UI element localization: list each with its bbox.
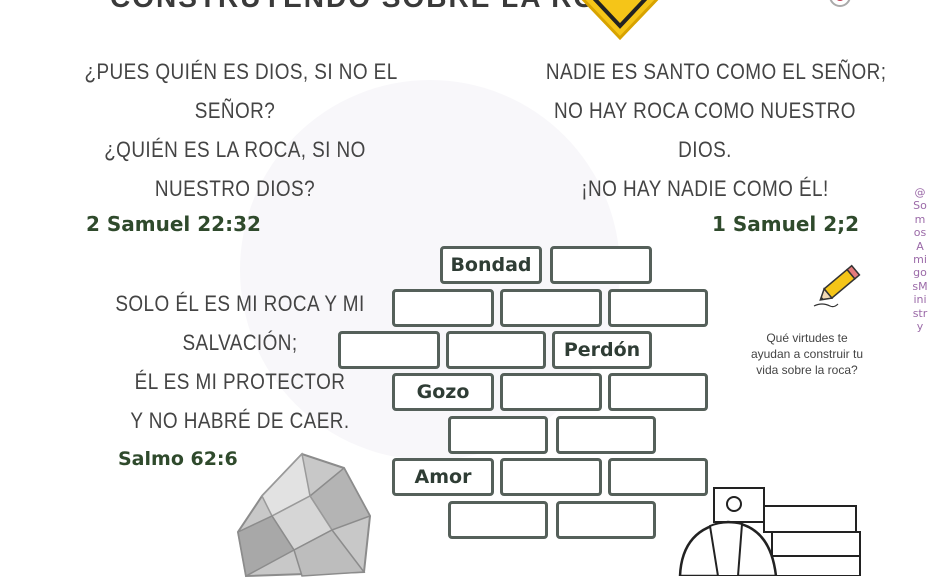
brick-perdon: Perdón (552, 331, 652, 369)
question-text: Qué virtudes te ayudan a construir tu vi… (750, 331, 864, 377)
pencil-icon (813, 264, 861, 308)
verse-top-left: ¿PUES QUIÉN ES DIOS, SI NO EL SEÑOR? ¿QU… (84, 52, 398, 208)
verse-line: SEÑOR? (194, 98, 276, 123)
verse-line: Y NO HABRÉ DE CAER. (130, 408, 350, 433)
brick-bondad: Bondad (440, 246, 542, 284)
verse-middle-left: SOLO ÉL ES MI ROCA Y MI SALVACIÓN; ÉL ES… (111, 284, 369, 440)
brick-gozo: Gozo (392, 373, 494, 411)
brick-empty[interactable] (556, 416, 656, 454)
brick-empty[interactable] (448, 416, 548, 454)
brick-empty[interactable] (338, 331, 440, 369)
verse-line: NADIE ES SANTO COMO EL SEÑOR; (545, 59, 887, 84)
brick-empty[interactable] (608, 458, 708, 496)
verse-line: ¿PUES QUIÉN ES DIOS, SI NO EL (84, 59, 398, 84)
logo-icon (829, 0, 851, 7)
verse-line: NUESTRO DIOS? (154, 176, 316, 201)
brick-empty[interactable] (446, 331, 546, 369)
rock-illustration (236, 452, 372, 578)
verse-reference-middle-left: Salmo 62:6 (118, 448, 238, 470)
verse-line: SALVACIÓN; (182, 330, 298, 355)
verse-line: ¿QUIÉN ES LA ROCA, SI NO (104, 137, 366, 162)
verse-line: NO HAY ROCA COMO NUESTRO (554, 98, 856, 123)
brick-empty[interactable] (500, 289, 602, 327)
brick-empty[interactable] (550, 246, 652, 284)
verse-line: SOLO ÉL ES MI ROCA Y MI (115, 291, 365, 316)
verse-reference-top-right: 1 Samuel 2;2 (712, 212, 860, 236)
verse-line: ÉL ES MI PROTECTOR (134, 369, 346, 394)
brick-empty[interactable] (500, 458, 602, 496)
verse-line: ¡NO HAY NADIE COMO ÉL! (581, 176, 829, 201)
verse-top-right: NADIE ES SANTO COMO EL SEÑOR; NO HAY ROC… (545, 52, 887, 208)
vertical-handle-text: @SomosAmigosMinistry (912, 186, 928, 334)
verse-reference-top-left: 2 Samuel 22:32 (86, 212, 261, 236)
brick-empty[interactable] (448, 501, 548, 539)
page-title: CONSTRUYENDO SOBRE LA ROCA: (110, 0, 651, 14)
brick-empty[interactable] (392, 289, 494, 327)
brick-empty[interactable] (556, 501, 656, 539)
brick-empty[interactable] (608, 373, 708, 411)
hardhat-bricks-illustration (678, 487, 861, 576)
brick-empty[interactable] (500, 373, 602, 411)
brick-empty[interactable] (608, 289, 708, 327)
brick-amor: Amor (392, 458, 494, 496)
verse-line: DIOS. (678, 137, 732, 162)
caution-sign-icon (581, 0, 659, 41)
